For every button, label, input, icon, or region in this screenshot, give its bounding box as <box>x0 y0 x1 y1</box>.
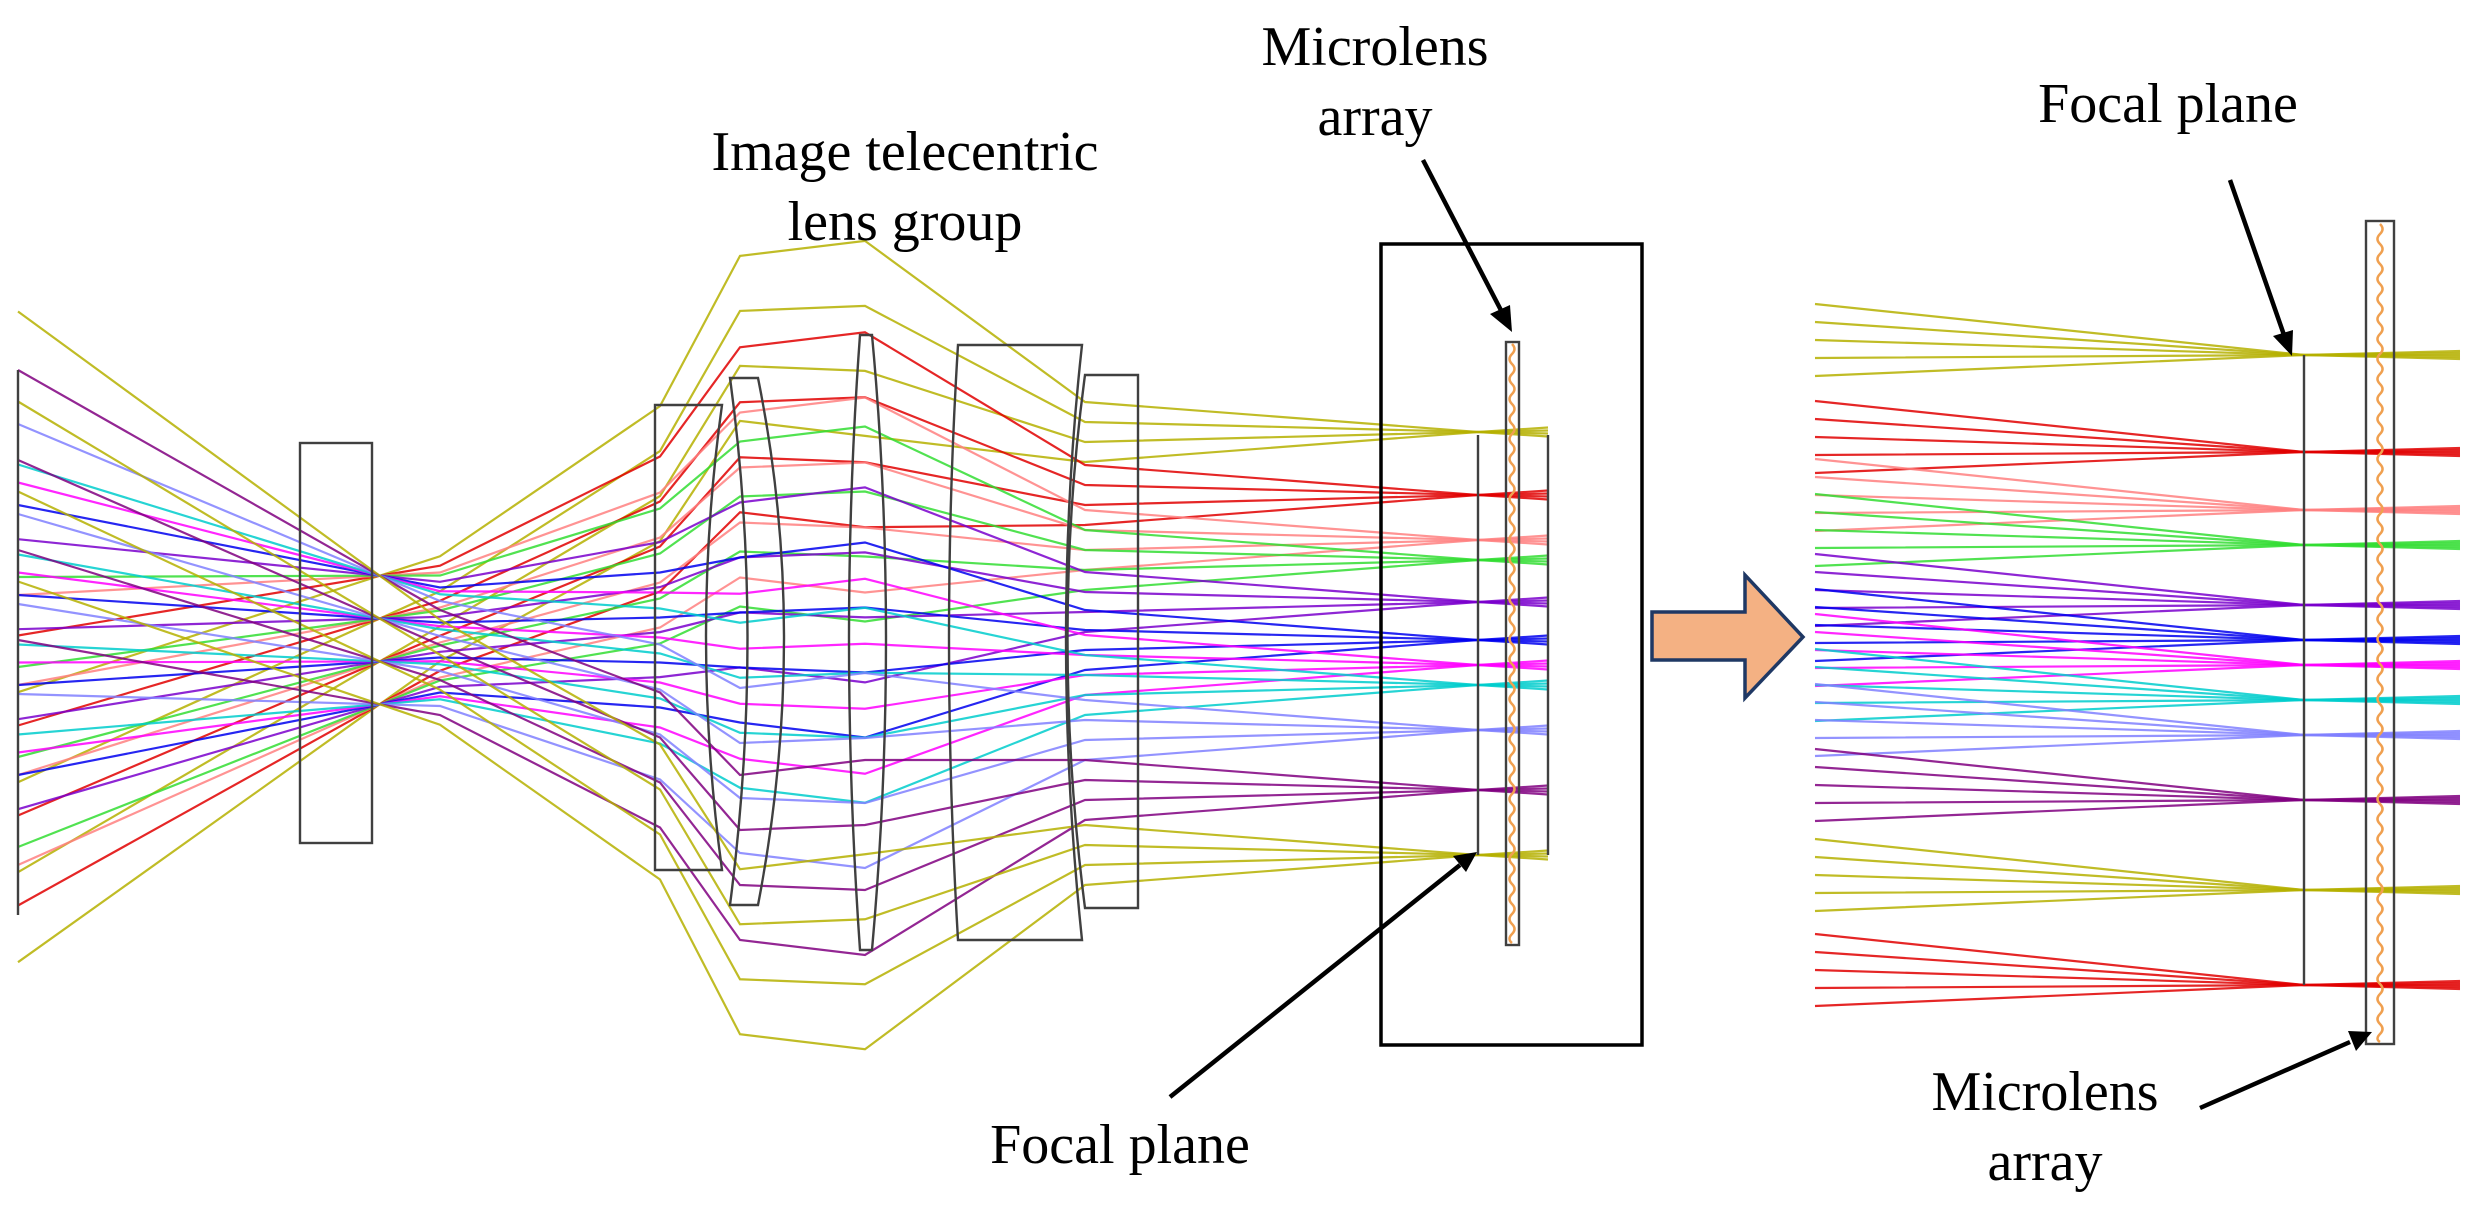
pointer-focal-right <box>2227 179 2287 336</box>
left-ray-trace <box>17 239 1549 1051</box>
pointer-microlens-top <box>1421 158 1507 320</box>
microlens-array-right <box>2376 223 2384 1044</box>
left-ray <box>17 425 1549 579</box>
left-ray <box>17 659 1549 775</box>
left-ray <box>17 304 1549 784</box>
left-ray <box>17 634 1549 777</box>
lens-element-3 <box>847 333 888 952</box>
left-ray <box>17 512 1549 745</box>
left-ray <box>17 593 1549 643</box>
left-ray <box>17 400 1549 926</box>
left-ray <box>17 503 1549 646</box>
label-image-telecentric-1: Image telecentric <box>711 121 1098 183</box>
pointer-head-focal-bottom <box>1453 852 1477 872</box>
left-ray <box>17 551 1549 631</box>
label-microlens-top-1: Microlens <box>1261 16 1488 78</box>
lens-element-4 <box>947 343 1084 942</box>
magnify-arrow <box>1650 570 1806 703</box>
left-ray <box>17 458 1549 832</box>
pointer-focal-bottom <box>1168 863 1462 1099</box>
left-ray <box>17 486 1549 608</box>
right-optical-elements <box>2302 219 2396 1046</box>
left-ray <box>17 396 1549 597</box>
left-ray <box>17 310 1549 871</box>
lens-element-5 <box>1066 373 1140 910</box>
left-ray <box>17 239 1549 694</box>
left-ray <box>17 692 1549 870</box>
pointer-microlens-right <box>2199 1039 2351 1111</box>
pointer-head-focal-right <box>2273 330 2293 356</box>
left-ray <box>17 369 1549 796</box>
label-focal-plane-right: Focal plane <box>2038 73 2298 135</box>
left-ray <box>17 643 1549 739</box>
left-optical-elements <box>16 242 1644 1047</box>
right-ray-trace <box>1814 302 2461 1008</box>
microlens-plate-left <box>1504 340 1521 947</box>
pointer-head-microlens-right <box>2348 1031 2372 1051</box>
left-ray <box>17 422 1549 736</box>
label-focal-plane-bottom: Focal plane <box>990 1114 1250 1176</box>
left-ray <box>17 364 1549 874</box>
left-ray <box>17 637 1549 687</box>
label-microlens-top-2: array <box>1317 86 1432 148</box>
left-ray <box>17 571 1549 668</box>
pointer-arrows <box>1168 158 2372 1111</box>
lens-element-1 <box>653 403 724 872</box>
left-ray <box>17 553 1549 688</box>
left-ray <box>17 490 1549 986</box>
label-microlens-right-1: Microlens <box>1931 1061 2158 1123</box>
label-microlens-right-2: array <box>1987 1131 2102 1193</box>
microlens-array-left <box>1508 343 1516 944</box>
pointer-head-microlens-top <box>1490 305 1512 332</box>
detail-box <box>1379 242 1644 1047</box>
left-ray <box>17 481 1549 671</box>
left-ray <box>17 463 1549 691</box>
labels: Image telecentric lens group Microlens a… <box>711 16 2297 1193</box>
left-ray <box>17 679 1549 804</box>
left-ray <box>17 580 1549 1051</box>
left-ray <box>17 638 1549 957</box>
left-ray <box>17 602 1549 805</box>
left-ray <box>17 548 1549 892</box>
left-ray <box>17 660 1549 710</box>
label-image-telecentric-2: lens group <box>788 191 1023 253</box>
microlens-plate-right <box>2364 219 2396 1046</box>
left-ray <box>17 331 1549 637</box>
lens-element-2 <box>728 376 786 907</box>
filter-plate <box>298 441 374 845</box>
